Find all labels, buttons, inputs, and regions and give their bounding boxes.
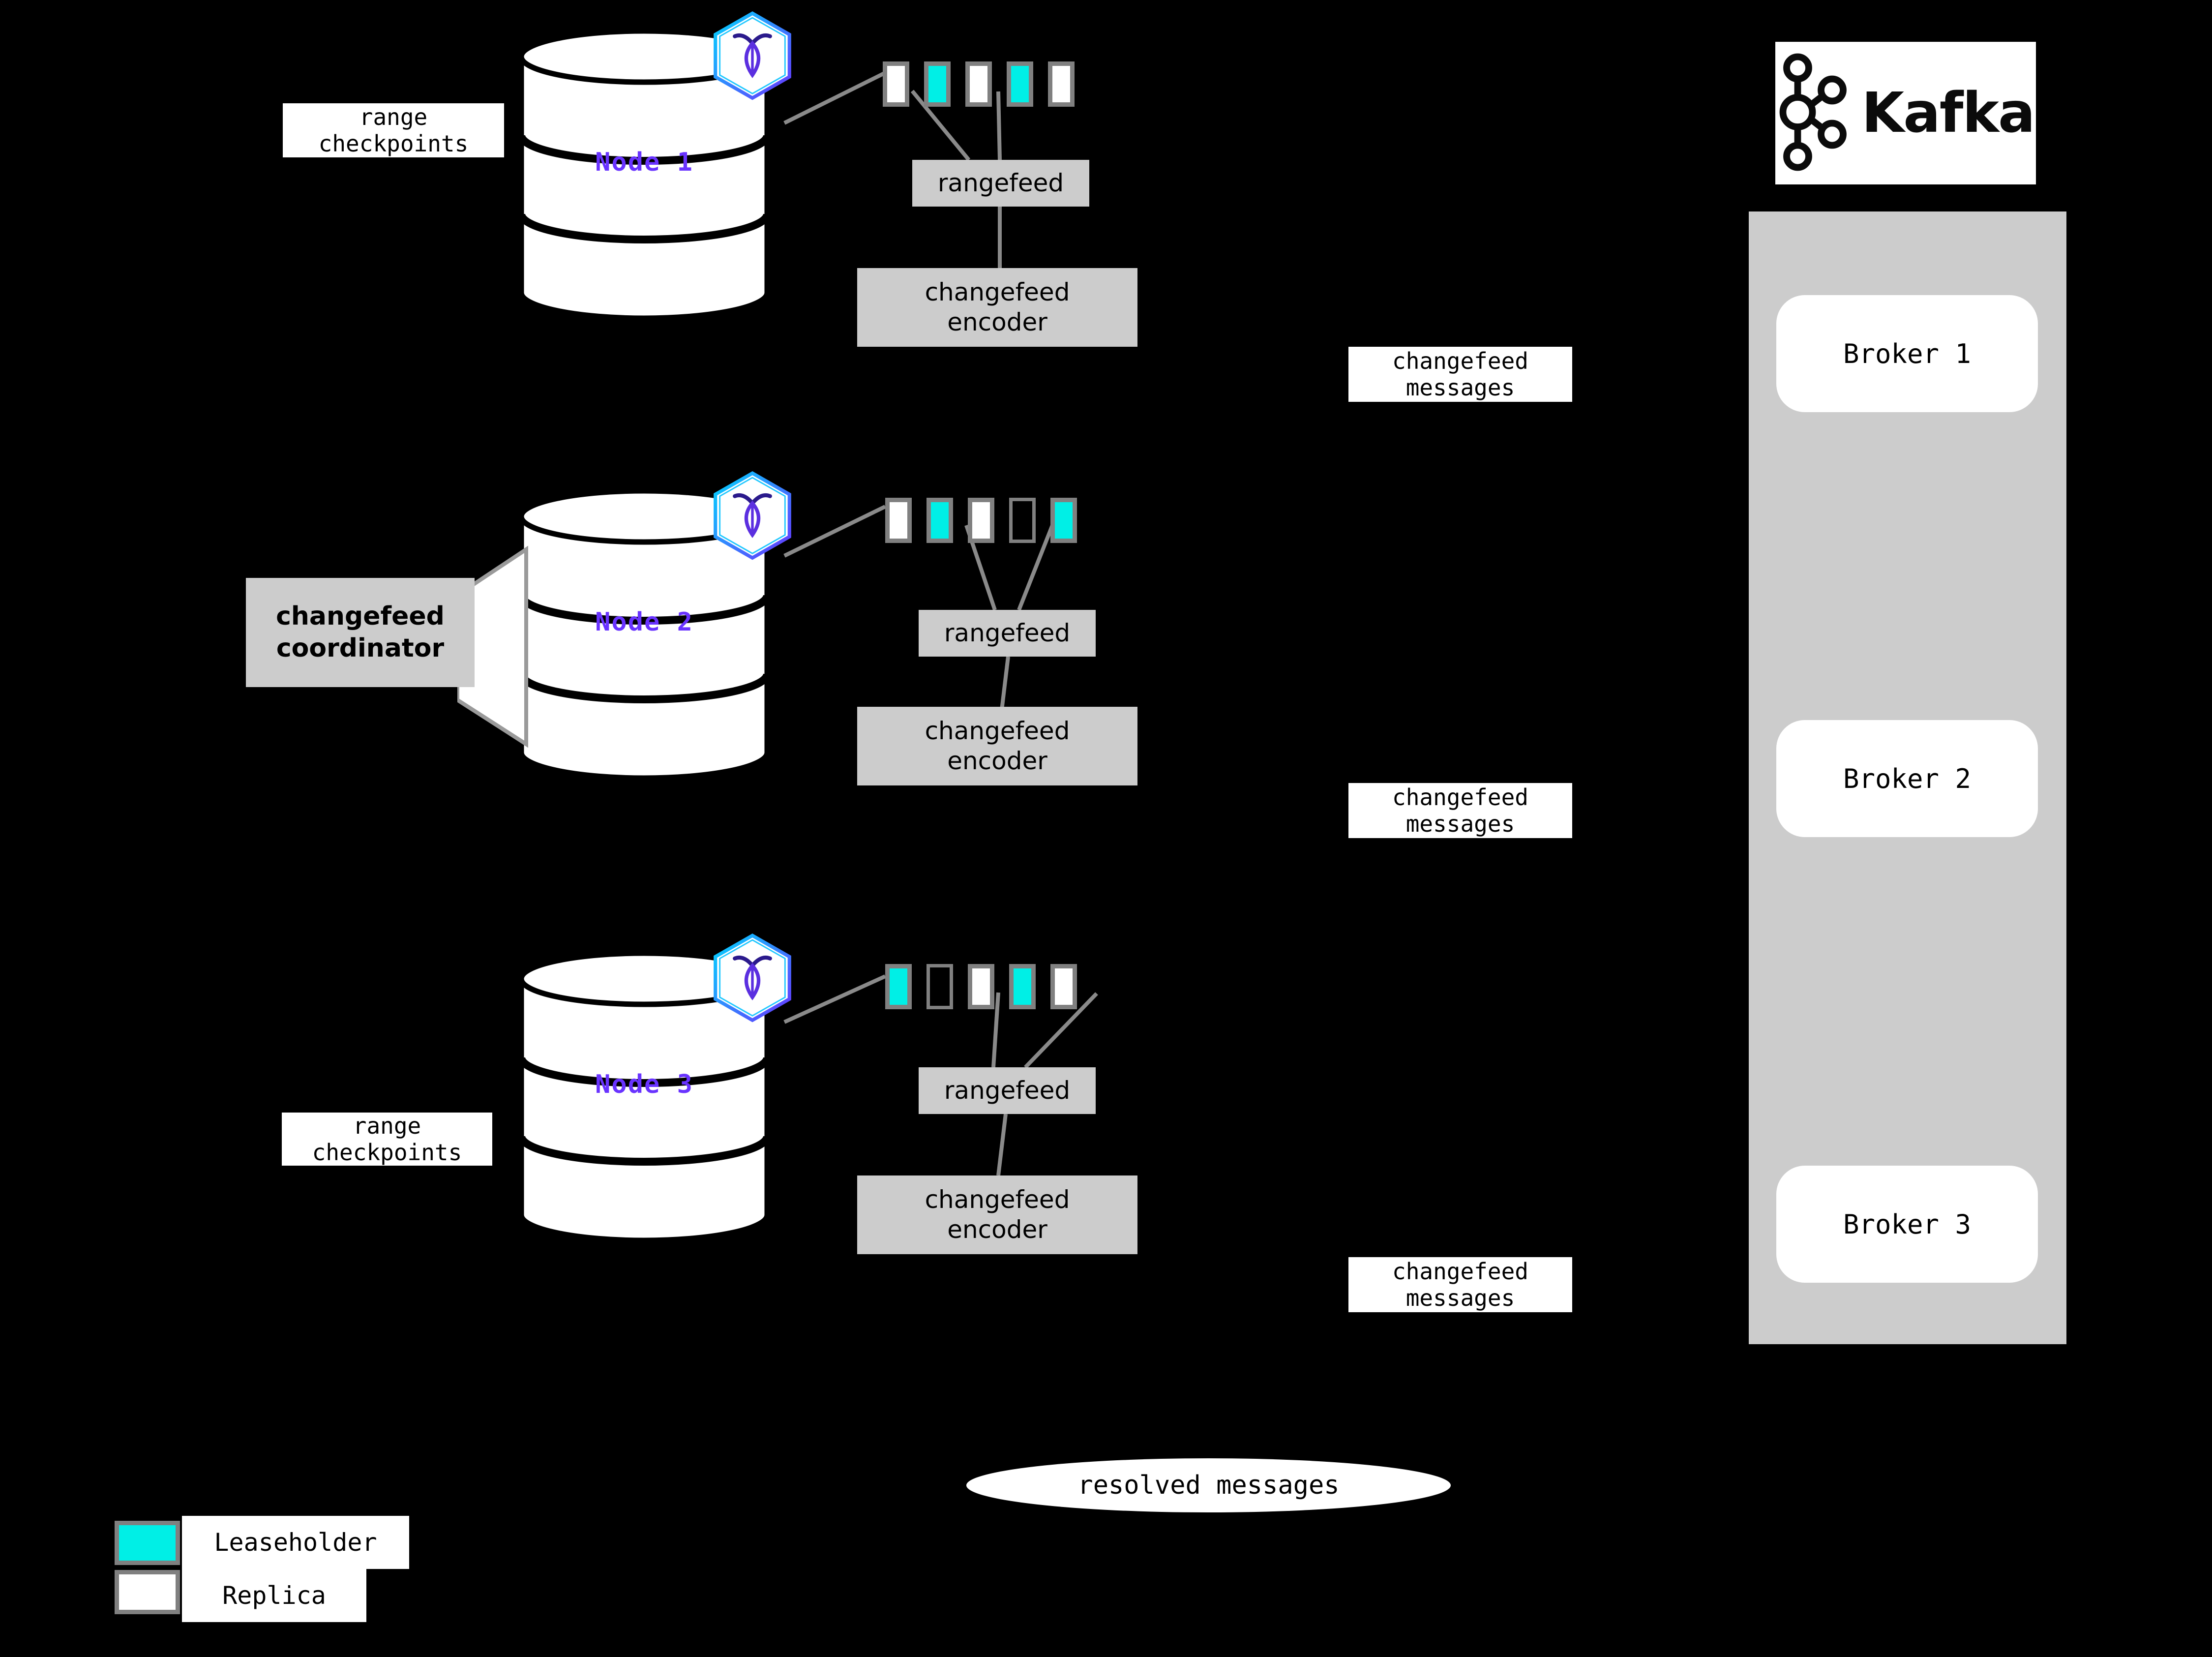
resolved-messages-ellipse[interactable]: resolved messages <box>966 1458 1451 1512</box>
cockroachdb-hexagon-icon <box>708 932 797 1025</box>
broker-box-1[interactable]: Broker 1 <box>1776 295 2038 412</box>
range-box[interactable] <box>1048 61 1075 107</box>
kafka-logo-box: Kafka <box>1775 42 2036 184</box>
legend-swatch-replica <box>115 1570 180 1614</box>
node-label: Node 3 <box>595 1070 693 1099</box>
node-cylinder-3: Node 3 <box>516 949 772 1244</box>
range-row-node-2 <box>885 498 1092 543</box>
range-box[interactable] <box>968 498 994 543</box>
legend-label-leaseholder: Leaseholder <box>182 1516 409 1569</box>
range-box[interactable] <box>927 498 953 543</box>
range-box[interactable] <box>1009 498 1036 543</box>
range-box[interactable] <box>885 964 912 1009</box>
range-box[interactable] <box>885 498 912 543</box>
range-box[interactable] <box>927 964 953 1009</box>
node-label: Node 1 <box>595 148 693 177</box>
broker-box-3[interactable]: Broker 3 <box>1776 1166 2038 1283</box>
cockroachdb-hexagon-icon <box>708 470 797 563</box>
node-label: Node 2 <box>595 607 693 637</box>
node-cylinder-1: Node 1 <box>516 27 772 322</box>
rangefeed-box-2[interactable]: rangefeed <box>919 610 1096 657</box>
range-box[interactable] <box>1050 964 1077 1009</box>
range-box[interactable] <box>965 61 992 107</box>
range-box[interactable] <box>1050 498 1077 543</box>
legend-label-replica: Replica <box>182 1569 366 1622</box>
kafka-inbound-arrow-icon <box>2064 328 2095 351</box>
range-box[interactable] <box>924 61 951 107</box>
rangefeed-box-1[interactable]: rangefeed <box>912 160 1089 207</box>
kafka-wordmark: Kafka <box>1861 81 2035 145</box>
kafka-logo-icon <box>1777 51 1851 176</box>
range-row-node-3 <box>885 964 1092 1009</box>
range-box[interactable] <box>1009 964 1036 1009</box>
range-box[interactable] <box>883 61 909 107</box>
range-box[interactable] <box>968 964 994 1009</box>
range-box[interactable] <box>1007 61 1033 107</box>
range-row-node-1 <box>883 61 1089 107</box>
rangefeed-box-3[interactable]: rangefeed <box>919 1067 1096 1114</box>
legend-swatch-leaseholder <box>115 1521 180 1565</box>
broker-box-2[interactable]: Broker 2 <box>1776 720 2038 837</box>
node-cylinder-2: Node 2 <box>516 487 772 782</box>
cockroachdb-hexagon-icon <box>708 10 797 103</box>
